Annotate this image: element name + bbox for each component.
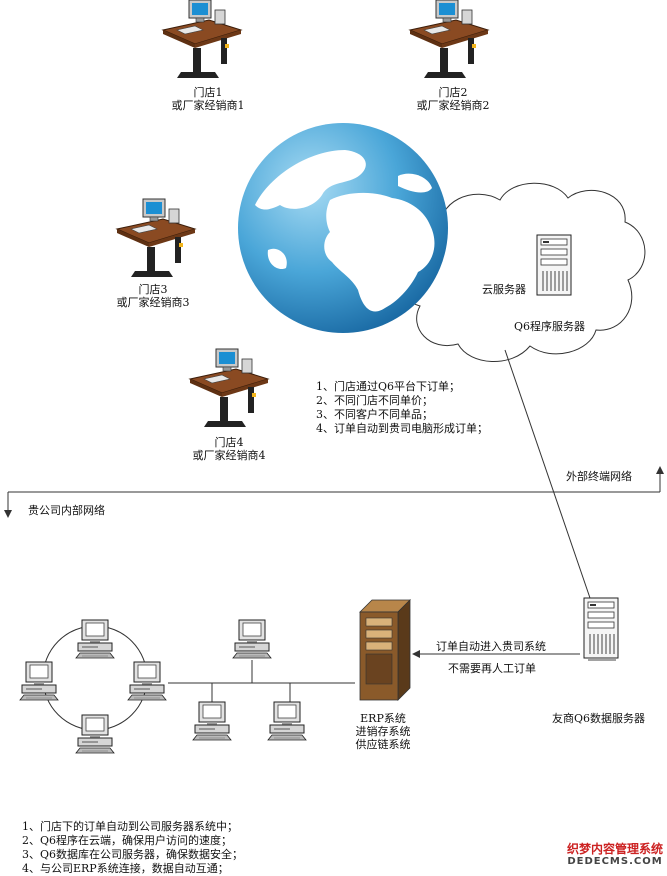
store-4-name: 门店4: [214, 436, 244, 449]
store-4-dealer: 或厂家经销商4: [192, 449, 266, 462]
erp-server-icon: [359, 599, 411, 701]
ring-pc-right-icon: [127, 661, 167, 701]
store-4-label: 门店4 或厂家经销商4: [193, 436, 266, 462]
store-1-workstation-icon: [162, 0, 242, 79]
watermark-line-1: 织梦内容管理系统: [566, 842, 663, 856]
store-2-dealer: 或厂家经销商2: [416, 99, 490, 112]
store-3-name: 门店3: [138, 283, 168, 296]
store-2-name: 门店2: [438, 86, 468, 99]
q6-program-server-label: Q6程序服务器: [514, 320, 586, 333]
store-1-name: 门店1: [193, 86, 223, 99]
watermark-line-2: DEDECMS.COM: [567, 856, 663, 867]
ordering-point: 2、不同门店不同单价；: [316, 394, 433, 407]
order-flow-arrow-head: [412, 650, 420, 658]
watermark: 织梦内容管理系统 DEDECMS.COM: [567, 842, 663, 868]
erp-label: ERP系统 进销存系统 供应链系统: [356, 712, 411, 751]
ordering-points: 1、门店通过Q6平台下订单； 2、不同门店不同单价； 3、不同客户不同单品； 4…: [316, 380, 488, 436]
bottom-point: 1、门店下的订单自动到公司服务器系统中；: [22, 820, 238, 833]
store-2-label: 门店2 或厂家经销商2: [417, 86, 490, 112]
data-server-icon: [583, 597, 619, 659]
ring-pc-left-icon: [19, 661, 59, 701]
ordering-point: 1、门店通过Q6平台下订单；: [316, 380, 461, 393]
cloud-server-label: 云服务器: [482, 283, 526, 296]
store-1-label: 门店1 或厂家经销商1: [172, 86, 245, 112]
ordering-point: 4、订单自动到贵司电脑形成订单；: [316, 422, 488, 435]
ordering-point: 3、不同客户不同单品；: [316, 408, 433, 421]
bottom-point: 2、Q6程序在云端，确保用户访问的速度；: [22, 834, 233, 847]
bus-pc-right-icon: [267, 701, 307, 741]
store-3-label: 门店3 或厂家经销商3: [117, 283, 190, 309]
cloud-to-data-server-link: [504, 349, 591, 599]
erp-line-2: 进销存系统: [355, 725, 411, 738]
erp-line-1: ERP系统: [360, 712, 406, 725]
store-3-workstation-icon: [116, 198, 196, 278]
internal-arrow-head: [4, 510, 12, 518]
store-1-dealer: 或厂家经销商1: [171, 99, 245, 112]
bus-pc-left-icon: [192, 701, 232, 741]
store-4-workstation-icon: [189, 348, 269, 428]
ring-pc-top-icon: [75, 619, 115, 659]
ring-pc-bottom-icon: [75, 714, 115, 754]
store-3-dealer: 或厂家经销商3: [116, 296, 190, 309]
bus-pc-top-icon: [232, 619, 272, 659]
globe-icon: [238, 123, 448, 333]
order-flow-label: 订单自动进入贵司系统: [436, 640, 546, 653]
data-server-label: 友商Q6数据服务器: [552, 712, 646, 725]
no-manual-order-label: 不需要再人工订单: [448, 662, 536, 675]
bottom-point: 3、Q6数据库在公司服务器，确保数据安全；: [22, 848, 244, 861]
external-network-label: 外部终端网络: [566, 470, 632, 483]
bottom-points: 1、门店下的订单自动到公司服务器系统中； 2、Q6程序在云端，确保用户访问的速度…: [22, 820, 243, 876]
internal-network-label: 贵公司内部网络: [28, 504, 105, 517]
erp-line-3: 供应链系统: [355, 738, 411, 751]
external-arrow-head: [656, 466, 664, 474]
store-2-workstation-icon: [409, 0, 489, 79]
cloud-server-icon: [536, 234, 572, 296]
bottom-point: 4、与公司ERP系统连接，数据自动互通；: [22, 862, 229, 875]
